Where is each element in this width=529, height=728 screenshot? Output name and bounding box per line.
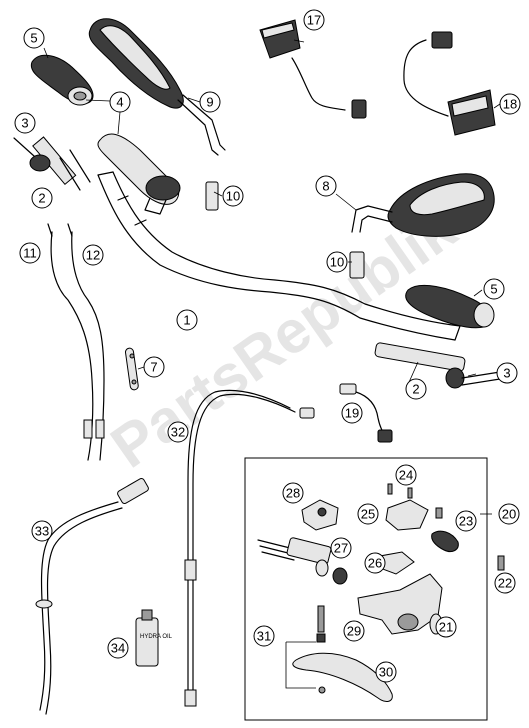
right-bar-weight-part bbox=[374, 342, 501, 389]
throttle-cables-part bbox=[47, 223, 105, 461]
cable-clamp-part bbox=[124, 347, 139, 391]
throttle-tube-part bbox=[97, 133, 181, 215]
svg-text:5: 5 bbox=[490, 282, 497, 297]
callout-7: 7 bbox=[143, 356, 165, 378]
callout-23: 23 bbox=[455, 510, 477, 532]
svg-text:30: 30 bbox=[379, 665, 393, 680]
left-mirror-part bbox=[88, 18, 226, 211]
callout-34: 34 bbox=[107, 637, 129, 659]
callout-17: 17 bbox=[303, 9, 325, 31]
callout-3-left: 3 bbox=[14, 112, 36, 134]
svg-text:25: 25 bbox=[361, 507, 375, 522]
svg-text:22: 22 bbox=[498, 576, 512, 591]
callout-26: 26 bbox=[364, 552, 386, 574]
svg-text:3: 3 bbox=[503, 366, 510, 381]
svg-text:23: 23 bbox=[459, 514, 473, 529]
right-switch-part bbox=[403, 31, 496, 136]
callout-21: 21 bbox=[435, 616, 457, 638]
svg-text:33: 33 bbox=[35, 524, 49, 539]
oil-bottle-label: HYDRA OIL bbox=[140, 634, 173, 640]
svg-text:28: 28 bbox=[286, 486, 300, 501]
right-mirror-part bbox=[349, 173, 495, 279]
left-switch-part bbox=[259, 19, 367, 119]
callout-9: 9 bbox=[199, 91, 221, 113]
callout-27: 27 bbox=[330, 537, 352, 559]
svg-text:32: 32 bbox=[171, 425, 185, 440]
svg-text:31: 31 bbox=[257, 629, 271, 644]
callout-2-left: 2 bbox=[31, 187, 53, 209]
callout-19: 19 bbox=[341, 402, 363, 424]
callout-11: 11 bbox=[19, 242, 41, 264]
svg-text:2: 2 bbox=[412, 382, 419, 397]
svg-text:34: 34 bbox=[111, 641, 125, 656]
callout-28: 28 bbox=[282, 482, 304, 504]
svg-text:5: 5 bbox=[30, 31, 37, 46]
svg-text:21: 21 bbox=[439, 620, 453, 635]
sensor-part bbox=[339, 383, 393, 443]
callout-3-right: 3 bbox=[496, 362, 518, 384]
svg-text:20: 20 bbox=[502, 507, 516, 522]
oil-bottle-part: HYDRA OIL bbox=[135, 609, 173, 667]
svg-text:18: 18 bbox=[503, 97, 517, 112]
callout-31: 31 bbox=[253, 625, 275, 647]
svg-text:4: 4 bbox=[116, 95, 123, 110]
callout-1: 1 bbox=[176, 309, 198, 331]
svg-text:9: 9 bbox=[206, 95, 213, 110]
callout-10-right: 10 bbox=[326, 251, 348, 273]
callout-4: 4 bbox=[109, 91, 131, 113]
callout-2-right: 2 bbox=[405, 378, 427, 400]
callout-25: 25 bbox=[357, 503, 379, 525]
svg-text:29: 29 bbox=[347, 624, 361, 639]
callout-18: 18 bbox=[499, 93, 521, 115]
clutch-assembly-box bbox=[244, 457, 488, 721]
callout-5-left: 5 bbox=[23, 27, 45, 49]
svg-text:24: 24 bbox=[399, 468, 413, 483]
speedo-cable-part bbox=[35, 478, 149, 715]
svg-text:1: 1 bbox=[183, 313, 190, 328]
handlebar-part bbox=[97, 171, 461, 341]
svg-text:10: 10 bbox=[330, 255, 344, 270]
callout-8: 8 bbox=[315, 175, 337, 197]
left-grip-part bbox=[30, 54, 94, 106]
svg-text:2: 2 bbox=[38, 191, 45, 206]
callout-12: 12 bbox=[82, 244, 104, 266]
callout-5-right: 5 bbox=[483, 278, 505, 300]
callout-33: 33 bbox=[31, 520, 53, 542]
svg-text:11: 11 bbox=[23, 246, 37, 261]
leader-lines bbox=[43, 39, 501, 390]
svg-text:3: 3 bbox=[21, 116, 28, 131]
left-bar-weight-part bbox=[13, 136, 91, 191]
clutch-assembly-parts bbox=[257, 483, 505, 702]
callout-32: 32 bbox=[167, 421, 189, 443]
callout-22: 22 bbox=[494, 572, 516, 594]
callout-24: 24 bbox=[395, 464, 417, 486]
svg-text:19: 19 bbox=[345, 406, 359, 421]
callout-20: 20 bbox=[498, 503, 520, 525]
svg-text:17: 17 bbox=[307, 13, 321, 28]
svg-text:27: 27 bbox=[334, 541, 348, 556]
callout-29: 29 bbox=[343, 620, 365, 642]
svg-text:10: 10 bbox=[226, 189, 240, 204]
callout-30: 30 bbox=[375, 661, 397, 683]
svg-text:7: 7 bbox=[150, 360, 157, 375]
svg-text:12: 12 bbox=[86, 248, 100, 263]
svg-text:8: 8 bbox=[322, 179, 329, 194]
svg-text:26: 26 bbox=[368, 556, 382, 571]
callout-10-left: 10 bbox=[222, 185, 244, 207]
right-grip-part bbox=[405, 284, 495, 329]
clutch-cable-part bbox=[184, 389, 315, 707]
